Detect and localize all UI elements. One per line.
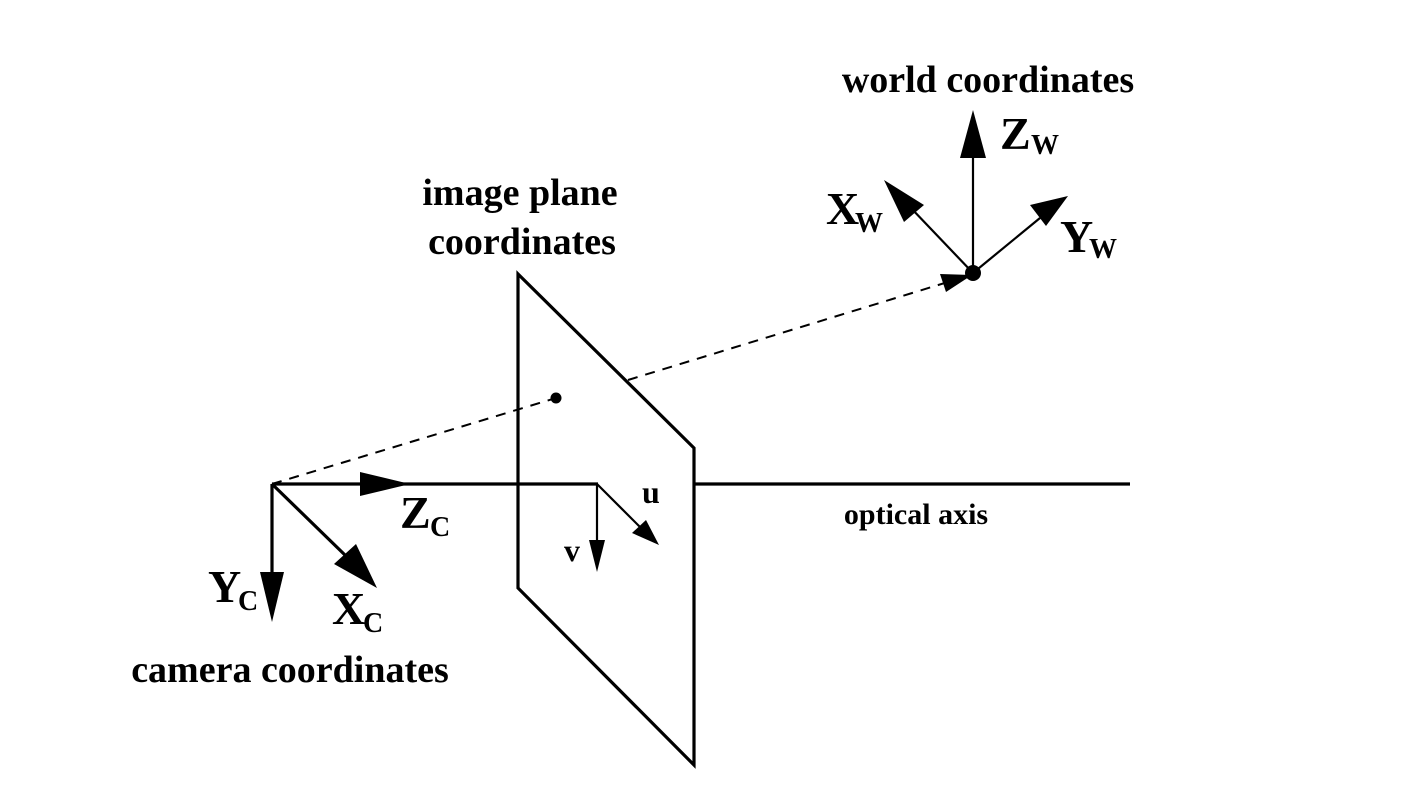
xw-arrowhead bbox=[884, 180, 924, 222]
world-coordinates-title: world coordinates bbox=[842, 59, 1134, 101]
camera-axes bbox=[260, 472, 410, 622]
svg-text:Z: Z bbox=[400, 487, 431, 538]
svg-text:W: W bbox=[1031, 130, 1059, 161]
v-arrowhead bbox=[589, 540, 605, 572]
xc-axis bbox=[270, 482, 348, 558]
u-label: u bbox=[642, 474, 660, 510]
svg-text:C: C bbox=[363, 608, 383, 639]
u-axis bbox=[596, 483, 641, 528]
xw-axis bbox=[909, 206, 974, 274]
zw-label: Z W bbox=[1000, 108, 1059, 161]
yw-axis bbox=[972, 217, 1041, 274]
world-axes bbox=[884, 110, 1068, 274]
zc-label: Z C bbox=[400, 487, 450, 543]
svg-text:Z: Z bbox=[1000, 108, 1031, 159]
v-label: v bbox=[564, 532, 580, 568]
svg-text:C: C bbox=[430, 512, 450, 543]
image-point bbox=[550, 392, 562, 404]
xc-label: X C bbox=[332, 583, 383, 639]
svg-text:Y: Y bbox=[1060, 211, 1093, 262]
svg-text:C: C bbox=[238, 586, 258, 617]
svg-text:W: W bbox=[1089, 234, 1117, 265]
svg-text:X: X bbox=[332, 583, 365, 634]
svg-text:W: W bbox=[855, 208, 883, 239]
yc-arrowhead bbox=[260, 572, 284, 622]
yw-arrowhead bbox=[1030, 196, 1068, 226]
image-plane bbox=[516, 270, 696, 769]
xc-arrowhead bbox=[334, 544, 377, 588]
image-axes bbox=[589, 483, 659, 572]
image-plane-title-line1: image plane bbox=[422, 172, 617, 214]
optical-axis-label: optical axis bbox=[844, 498, 988, 531]
projection-ray-arrowhead bbox=[940, 274, 972, 292]
u-arrowhead bbox=[632, 520, 659, 545]
zw-arrowhead bbox=[960, 110, 986, 158]
svg-text:X: X bbox=[826, 183, 859, 234]
zc-arrowhead bbox=[360, 472, 410, 496]
yc-label: Y C bbox=[208, 561, 258, 617]
yw-label: Y W bbox=[1060, 211, 1117, 265]
image-plane-title-line2: coordinates bbox=[428, 221, 616, 263]
xw-label: X W bbox=[826, 183, 883, 239]
projection-ray-front bbox=[271, 397, 557, 485]
projection-ray-back bbox=[627, 281, 949, 381]
camera-coordinates-title: camera coordinates bbox=[131, 649, 449, 691]
svg-text:Y: Y bbox=[208, 561, 241, 612]
